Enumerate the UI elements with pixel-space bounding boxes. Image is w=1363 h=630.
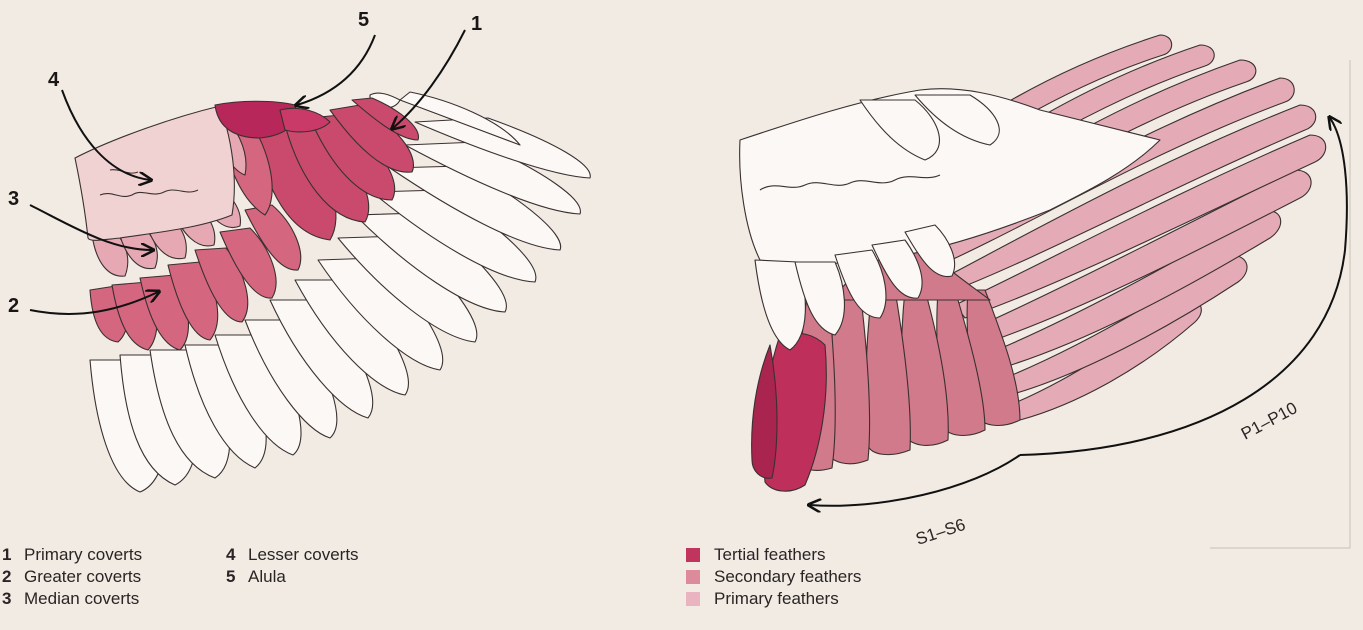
legend-item-primaries: Primary feathers — [686, 588, 861, 610]
callout-3: 3 — [8, 188, 19, 210]
secondaries-span-label: S1–S6 — [913, 515, 967, 549]
callout-5: 5 — [358, 9, 369, 31]
callout-4: 4 — [48, 69, 60, 91]
feather-legend: Tertial feathers Secondary feathers Prim… — [686, 544, 861, 610]
primary-swatch — [686, 592, 700, 606]
legend-number: 1 — [2, 544, 24, 566]
legend-label: Primary coverts — [24, 544, 142, 566]
legend-label: Greater coverts — [24, 566, 141, 588]
legend-item: 2 Greater coverts — [2, 566, 142, 588]
legend-item: 3 Median coverts — [2, 588, 142, 610]
legend-number: 2 — [2, 566, 24, 588]
legend-label: Alula — [248, 566, 286, 588]
legend-label: Secondary feathers — [714, 566, 861, 588]
legend-label: Lesser coverts — [248, 544, 359, 566]
callout-1: 1 — [471, 13, 482, 35]
tertial-swatch — [686, 548, 700, 562]
legend-item-secondaries: Secondary feathers — [686, 566, 861, 588]
under-wing — [740, 35, 1326, 491]
covert-legend-col2: 4 Lesser coverts 5 Alula — [226, 544, 359, 588]
lesser-coverts — [75, 106, 234, 240]
legend-item: 4 Lesser coverts — [226, 544, 359, 566]
legend-label: Tertial feathers — [714, 544, 826, 566]
legend-item: 1 Primary coverts — [2, 544, 142, 566]
upper-wing — [75, 92, 590, 492]
legend-item: 5 Alula — [226, 566, 359, 588]
secondary-swatch — [686, 570, 700, 584]
primaries-span-label: P1–P10 — [1238, 398, 1300, 443]
legend-label: Primary feathers — [714, 588, 839, 610]
callout-2: 2 — [8, 295, 19, 317]
legend-label: Median coverts — [24, 588, 139, 610]
legend-number: 5 — [226, 566, 248, 588]
legend-number: 3 — [2, 588, 24, 610]
covert-legend-col1: 1 Primary coverts 2 Greater coverts 3 Me… — [2, 544, 142, 610]
legend-item-tertials: Tertial feathers — [686, 544, 861, 566]
legend-number: 4 — [226, 544, 248, 566]
